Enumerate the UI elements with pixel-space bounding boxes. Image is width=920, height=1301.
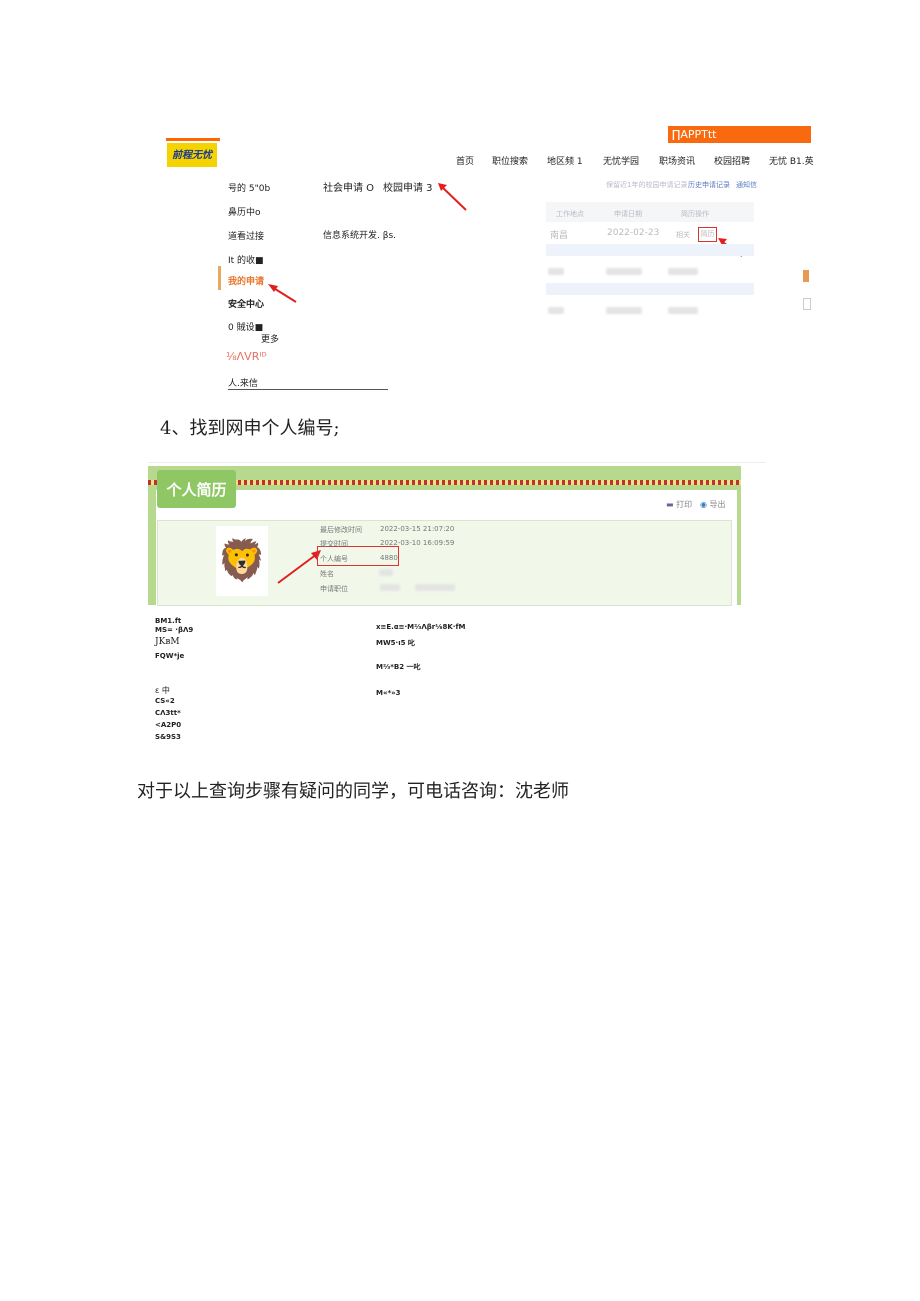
table-header-bg — [546, 202, 754, 222]
nav-job-search[interactable]: 职位搜索 — [492, 157, 529, 167]
job-title[interactable]: 信息系统开发. βs. — [323, 231, 397, 241]
sidebar-item-favorites[interactable]: It 的收■ — [228, 256, 264, 266]
sidebar-item-security[interactable]: 安全中心 — [228, 300, 265, 310]
ocr-line: M⅔*B2 一叱 — [376, 663, 421, 671]
nav-more[interactable]: 无忧 B1.英 — [769, 157, 814, 167]
field-label: 提交时间 — [320, 540, 348, 548]
personal-id-label: 个人编号 — [320, 555, 348, 563]
sidebar-item-viewed[interactable]: 道看过接 — [228, 232, 265, 242]
ocr-line: <A2P0 — [155, 721, 182, 729]
ocr-line: x≡E.α≡·M⅔Λβr⅛8K·fM — [376, 623, 466, 631]
red-arrow-icon — [438, 183, 467, 211]
nav-academy[interactable]: 无忧学园 — [603, 157, 640, 167]
cell-location: 南昌 — [550, 231, 569, 241]
export-icon: ◉ — [700, 500, 710, 509]
row-bg — [546, 244, 754, 256]
step-4-heading: 4、找到网申个人编号; — [160, 418, 340, 439]
nav-campus[interactable]: 校园招聘 — [714, 157, 751, 167]
side-widget-icon[interactable] — [803, 270, 809, 282]
field-value: 2022-03-15 21:07:20 — [380, 525, 455, 533]
export-label: 导出 — [709, 500, 726, 509]
field-value: 2022-03-10 16:09:59 — [380, 539, 455, 547]
ocr-line: CΛ3tt* — [155, 709, 181, 717]
logo-bar — [166, 138, 220, 141]
nav-home[interactable]: 首页 — [456, 157, 475, 167]
row-bg — [546, 283, 754, 295]
ocr-line: FQW*je — [155, 652, 185, 660]
avatar: 🦁 — [216, 526, 268, 596]
print-icon: ▬ — [666, 500, 677, 509]
ocr-line: S&9S3 — [155, 733, 181, 741]
table-row: 南昌 2022-02-23 相关 简历 — [546, 224, 754, 244]
red-arrow-icon — [268, 284, 297, 303]
sidebar-item-settings[interactable]: 0 賊设■ — [228, 323, 264, 333]
nav-region[interactable]: 地区频 1 — [547, 157, 583, 167]
field-label: 最后修改时间 — [320, 526, 362, 534]
history-note: 保留近1年的校园申请记录 — [606, 181, 688, 189]
ocr-line: BM1.ft — [155, 617, 182, 625]
sidebar-item-0[interactable]: 号的 5"0b — [228, 184, 271, 194]
applied-position-label: 申请职位 — [320, 585, 348, 593]
personal-id-value: 4880 — [380, 554, 398, 562]
tab-social[interactable]: 社会申请 O — [323, 183, 375, 194]
app-download-button[interactable]: ∏APPTtt — [668, 126, 811, 143]
print-label: 打印 — [676, 500, 693, 509]
cell-date: 2022-02-23 — [607, 228, 660, 238]
resume-banner-title: 个人简历 — [157, 470, 236, 508]
ocr-line: MW5·ı5 叱 — [376, 639, 415, 647]
cell-action-related[interactable]: 相关 — [676, 231, 690, 239]
ocr-line: M«*»3 — [376, 689, 401, 697]
side-feedback-icon[interactable] — [803, 298, 811, 310]
ocr-line: JKвM — [155, 637, 180, 647]
export-button[interactable]: ◉ 导出 — [700, 499, 726, 510]
name-label: 姓名 — [320, 570, 334, 578]
ocr-line: MS= ·βΛ9 — [155, 626, 194, 634]
nav-news[interactable]: 职场资讯 — [659, 157, 696, 167]
ocr-line: ε 中 — [155, 686, 170, 695]
column-header-location: 工作地点 — [556, 210, 584, 218]
red-arrow-icon — [277, 550, 321, 584]
column-header-date: 申请日期 — [614, 210, 642, 218]
view-resume-link[interactable]: 简历 — [698, 227, 717, 242]
ocr-line: CS«2 — [155, 697, 175, 705]
sidebar-messages[interactable]: 人.来信 — [228, 376, 388, 390]
sidebar-item-resume[interactable]: 鼻历中o — [228, 208, 261, 218]
active-indicator — [218, 266, 221, 290]
contact-note: 对于以上查询步骤有疑问的同学，可电话咨询：沈老师 — [137, 781, 569, 802]
history-link[interactable]: 历史申请记录 — [688, 181, 730, 189]
tab-campus[interactable]: 校园申请 3 — [383, 183, 433, 194]
personal-id-highlight — [317, 546, 399, 566]
sidebar-more[interactable]: 更多 — [261, 335, 280, 345]
print-button[interactable]: ▬ 打印 — [666, 499, 692, 510]
column-header-action: 简历操作 — [681, 210, 709, 218]
site-logo[interactable]: 前程无忧 — [167, 143, 217, 167]
sidebar-item-my-applications[interactable]: 我的申请 — [228, 277, 265, 287]
sidebar-promo[interactable]: ⅛ΛVRᴵᴰ — [226, 350, 267, 363]
notice-link[interactable]: 通知信 — [736, 181, 757, 189]
